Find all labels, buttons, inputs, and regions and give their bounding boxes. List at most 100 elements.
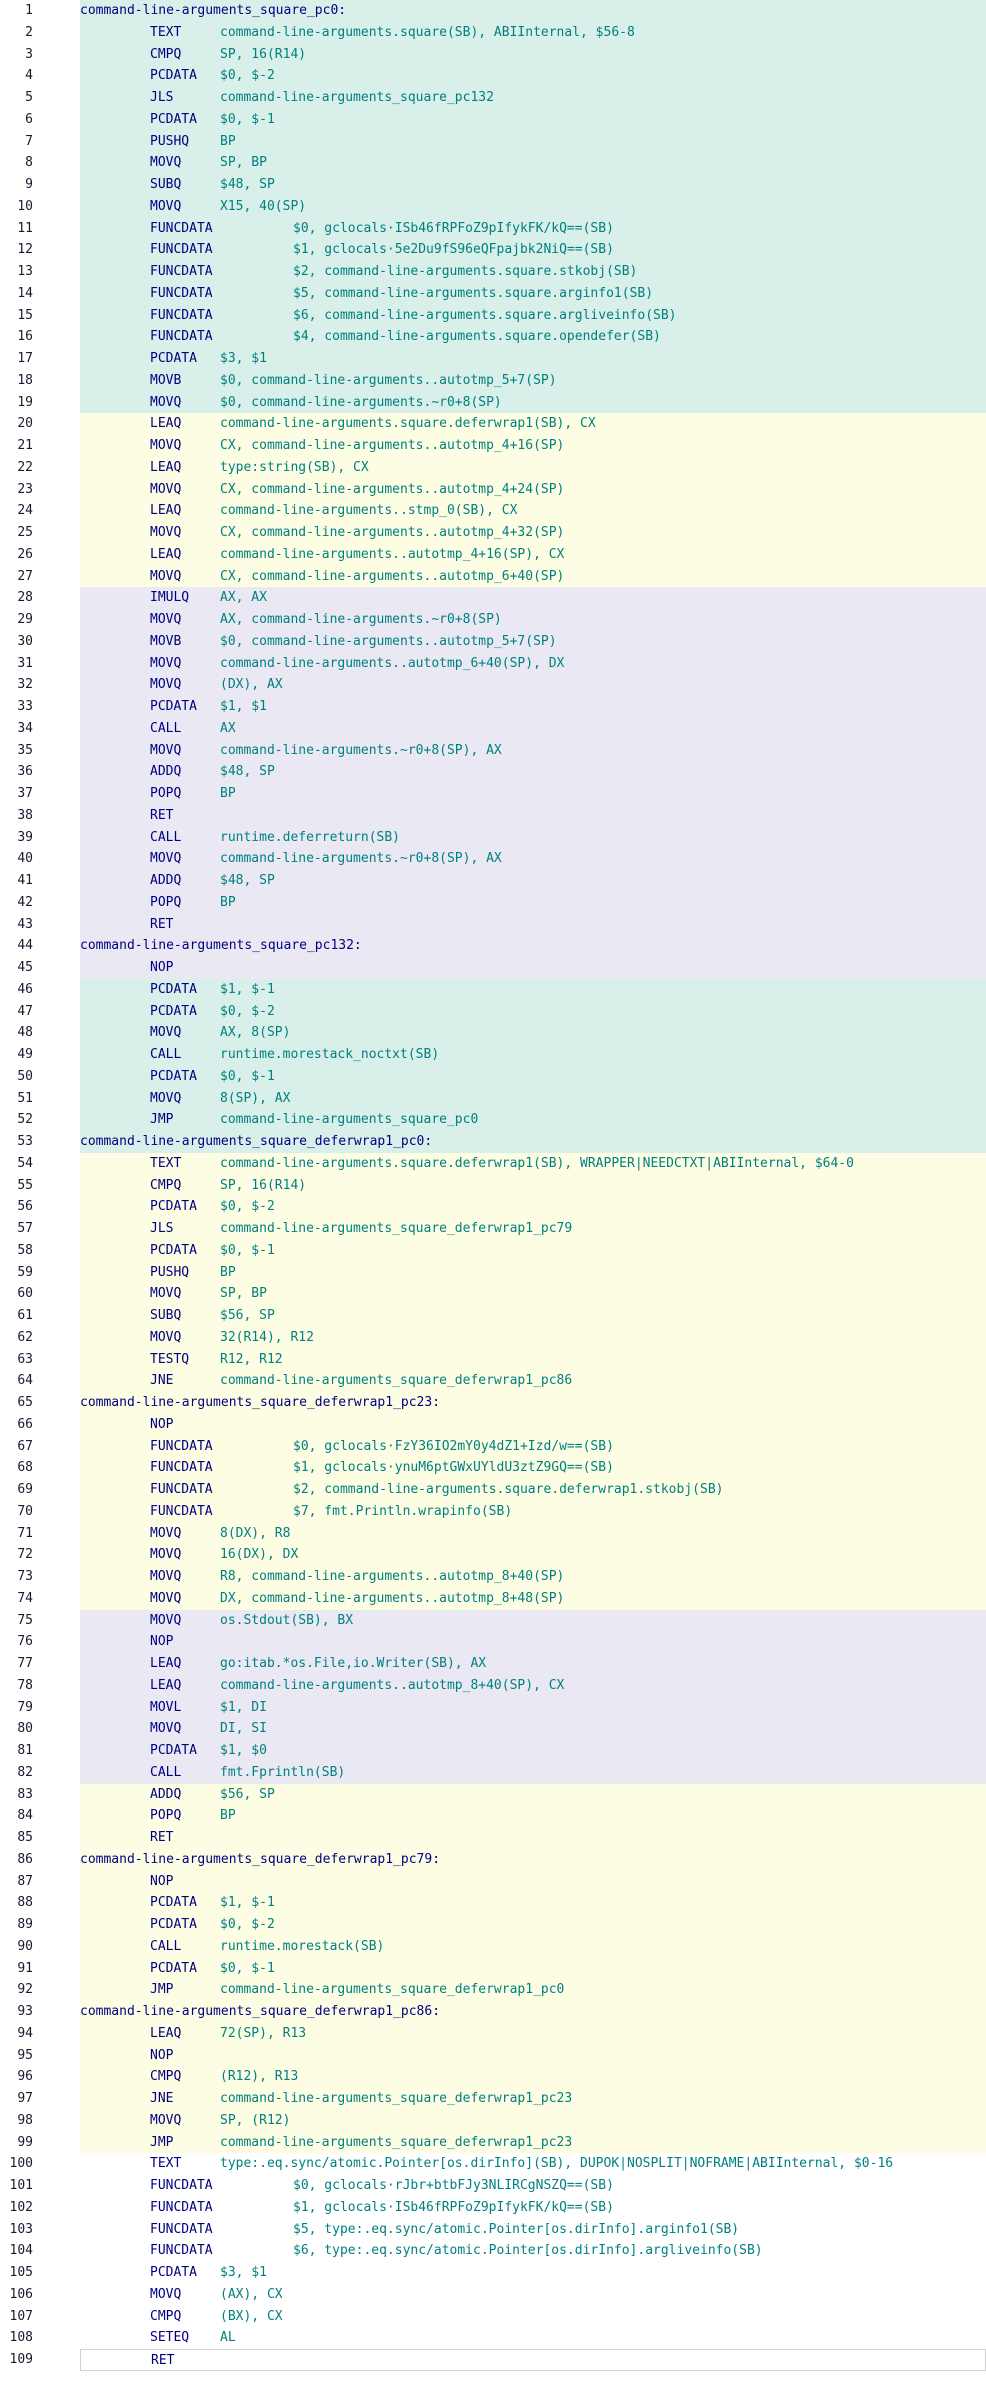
code-line[interactable]: 80MOVQDI, SI (0, 1718, 986, 1740)
code-line[interactable]: 74MOVQDX, command-line-arguments..autotm… (0, 1587, 986, 1610)
code-line[interactable]: 57JLScommand-line-arguments_square_defer… (0, 1218, 986, 1240)
code-line[interactable]: 66NOP (0, 1413, 986, 1436)
code-line[interactable]: 53command-line-arguments_square_deferwra… (0, 1131, 986, 1153)
code-line[interactable]: 104FUNCDATA$6, type:.eq.sync/atomic.Poin… (0, 2240, 986, 2262)
code-line[interactable]: 95NOP (0, 2044, 986, 2067)
code-line[interactable]: 97JNEcommand-line-arguments_square_defer… (0, 2088, 986, 2110)
code-line[interactable]: 48MOVQAX, 8(SP) (0, 1022, 986, 1044)
code-line[interactable]: 93command-line-arguments_square_deferwra… (0, 2001, 986, 2023)
code-line[interactable]: 37POPQBP (0, 783, 986, 805)
code-line[interactable]: 25MOVQCX, command-line-arguments..autotm… (0, 522, 986, 544)
code-line[interactable]: 91PCDATA$0, $-1 (0, 1957, 986, 1980)
code-line[interactable]: 5JLScommand-line-arguments_square_pc132 (0, 87, 986, 109)
code-line[interactable]: 109RET (0, 2349, 986, 2371)
code-line[interactable]: 35MOVQcommand-line-arguments.~r0+8(SP), … (0, 739, 986, 762)
code-line[interactable]: 15FUNCDATA$6, command-line-arguments.squ… (0, 304, 986, 327)
code-line[interactable]: 67FUNCDATA$0, gclocals·FzY36IO2mY0y4dZ1+… (0, 1435, 986, 1458)
code-line[interactable]: 41ADDQ$48, SP (0, 870, 986, 892)
code-line[interactable]: 18MOVB$0, command-line-arguments..autotm… (0, 369, 986, 392)
code-line[interactable]: 61SUBQ$56, SP (0, 1305, 986, 1327)
code-line[interactable]: 69FUNCDATA$2, command-line-arguments.squ… (0, 1479, 986, 1501)
code-line[interactable]: 14FUNCDATA$5, command-line-arguments.squ… (0, 282, 986, 305)
code-line[interactable]: 22LEAQtype:string(SB), CX (0, 456, 986, 479)
code-line[interactable]: 2TEXTcommand-line-arguments.square(SB), … (0, 21, 986, 44)
code-line[interactable]: 65command-line-arguments_square_deferwra… (0, 1392, 986, 1414)
code-line[interactable]: 30MOVB$0, command-line-arguments..autotm… (0, 630, 986, 653)
code-line[interactable]: 50PCDATA$0, $-1 (0, 1065, 986, 1088)
code-line[interactable]: 99JMPcommand-line-arguments_square_defer… (0, 2131, 986, 2154)
code-line[interactable]: 108SETEQAL (0, 2327, 986, 2349)
code-line[interactable]: 29MOVQAX, command-line-arguments.~r0+8(S… (0, 609, 986, 631)
code-line[interactable]: 82CALLfmt.Fprintln(SB) (0, 1761, 986, 1784)
code-line[interactable]: 77LEAQgo:itab.*os.File,io.Writer(SB), AX (0, 1653, 986, 1675)
code-line[interactable]: 86command-line-arguments_square_deferwra… (0, 1848, 986, 1871)
code-line[interactable]: 27MOVQCX, command-line-arguments..autotm… (0, 565, 986, 588)
code-line[interactable]: 7PUSHQBP (0, 130, 986, 153)
code-line[interactable]: 32MOVQ(DX), AX (0, 674, 986, 696)
code-line[interactable]: 45NOP (0, 957, 986, 979)
code-line[interactable]: 83ADDQ$56, SP (0, 1783, 986, 1806)
code-line[interactable]: 9SUBQ$48, SP (0, 174, 986, 196)
code-line[interactable]: 23MOVQCX, command-line-arguments..autotm… (0, 478, 986, 501)
code-line[interactable]: 39CALLruntime.deferreturn(SB) (0, 826, 986, 849)
code-line[interactable]: 76NOP (0, 1631, 986, 1653)
code-line[interactable]: 51MOVQ8(SP), AX (0, 1087, 986, 1110)
code-line[interactable]: 3CMPQSP, 16(R14) (0, 43, 986, 66)
code-line[interactable]: 4PCDATA$0, $-2 (0, 65, 986, 87)
code-line[interactable]: 28IMULQAX, AX (0, 587, 986, 609)
code-line[interactable]: 44command-line-arguments_square_pc132: (0, 935, 986, 957)
code-line[interactable]: 60MOVQSP, BP (0, 1283, 986, 1305)
code-line[interactable]: 13FUNCDATA$2, command-line-arguments.squ… (0, 261, 986, 283)
code-line[interactable]: 98MOVQSP, (R12) (0, 2109, 986, 2132)
code-line[interactable]: 10MOVQX15, 40(SP) (0, 195, 986, 218)
code-line[interactable]: 100TEXTtype:.eq.sync/atomic.Pointer[os.d… (0, 2153, 986, 2175)
code-line[interactable]: 54TEXTcommand-line-arguments.square.defe… (0, 1152, 986, 1175)
code-line[interactable]: 19MOVQ$0, command-line-arguments.~r0+8(S… (0, 391, 986, 414)
code-line[interactable]: 89PCDATA$0, $-2 (0, 1914, 986, 1936)
code-line[interactable]: 85RET (0, 1827, 986, 1849)
code-line[interactable]: 70FUNCDATA$7, fmt.Println.wrapinfo(SB) (0, 1500, 986, 1523)
code-line[interactable]: 102FUNCDATA$1, gclocals·ISb46fRPFoZ9pIfy… (0, 2196, 986, 2219)
code-line[interactable]: 16FUNCDATA$4, command-line-arguments.squ… (0, 326, 986, 348)
code-line[interactable]: 47PCDATA$0, $-2 (0, 1000, 986, 1023)
code-line[interactable]: 34CALLAX (0, 717, 986, 740)
code-line[interactable]: 58PCDATA$0, $-1 (0, 1239, 986, 1262)
code-line[interactable]: 81PCDATA$1, $0 (0, 1740, 986, 1762)
code-line[interactable]: 62MOVQ32(R14), R12 (0, 1326, 986, 1349)
code-line[interactable]: 101FUNCDATA$0, gclocals·rJbr+btbFJy3NLIR… (0, 2175, 986, 2197)
code-line[interactable]: 90CALLruntime.morestack(SB) (0, 1935, 986, 1958)
code-line[interactable]: 106MOVQ(AX), CX (0, 2283, 986, 2306)
code-line[interactable]: 88PCDATA$1, $-1 (0, 1892, 986, 1914)
code-line[interactable]: 42POPQBP (0, 891, 986, 914)
code-line[interactable]: 105PCDATA$3, $1 (0, 2262, 986, 2284)
code-line[interactable]: 78LEAQcommand-line-arguments..autotmp_8+… (0, 1674, 986, 1697)
code-line[interactable]: 75MOVQos.Stdout(SB), BX (0, 1609, 986, 1632)
code-line[interactable]: 71MOVQ8(DX), R8 (0, 1522, 986, 1545)
code-line[interactable]: 24LEAQcommand-line-arguments..stmp_0(SB)… (0, 500, 986, 522)
code-line[interactable]: 38RET (0, 804, 986, 827)
code-line[interactable]: 72MOVQ16(DX), DX (0, 1544, 986, 1566)
code-line[interactable]: 94LEAQ72(SP), R13 (0, 2022, 986, 2045)
code-line[interactable]: 33PCDATA$1, $1 (0, 696, 986, 718)
code-line[interactable]: 46PCDATA$1, $-1 (0, 978, 986, 1001)
code-line[interactable]: 87NOP (0, 1870, 986, 1893)
code-line[interactable]: 64JNEcommand-line-arguments_square_defer… (0, 1370, 986, 1392)
code-line[interactable]: 73MOVQR8, command-line-arguments..autotm… (0, 1566, 986, 1588)
code-line[interactable]: 21MOVQCX, command-line-arguments..autotm… (0, 435, 986, 457)
code-line[interactable]: 103FUNCDATA$5, type:.eq.sync/atomic.Poin… (0, 2218, 986, 2241)
code-line[interactable]: 63TESTQR12, R12 (0, 1348, 986, 1371)
code-line[interactable]: 84POPQBP (0, 1805, 986, 1827)
code-line[interactable]: 52JMPcommand-line-arguments_square_pc0 (0, 1109, 986, 1131)
code-line[interactable]: 59PUSHQBP (0, 1261, 986, 1284)
code-line[interactable]: 26LEAQcommand-line-arguments..autotmp_4+… (0, 543, 986, 566)
code-line[interactable]: 40MOVQcommand-line-arguments.~r0+8(SP), … (0, 848, 986, 870)
code-line[interactable]: 12FUNCDATA$1, gclocals·5e2Du9fS96eQFpajb… (0, 239, 986, 261)
code-line[interactable]: 36ADDQ$48, SP (0, 761, 986, 783)
code-line[interactable]: 107CMPQ(BX), CX (0, 2305, 986, 2328)
code-line[interactable]: 92JMPcommand-line-arguments_square_defer… (0, 1979, 986, 2001)
code-line[interactable]: 17PCDATA$3, $1 (0, 348, 986, 370)
code-line[interactable]: 31MOVQcommand-line-arguments..autotmp_6+… (0, 652, 986, 675)
code-line[interactable]: 8MOVQSP, BP (0, 152, 986, 174)
code-line[interactable]: 96CMPQ(R12), R13 (0, 2066, 986, 2088)
code-line[interactable]: 55CMPQSP, 16(R14) (0, 1174, 986, 1197)
